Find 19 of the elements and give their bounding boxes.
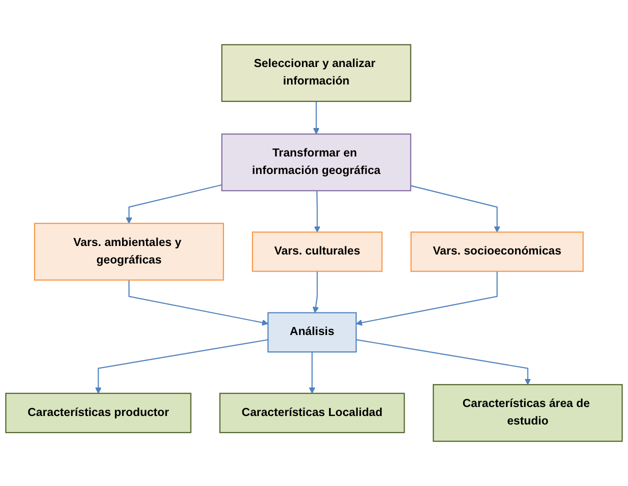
arrow (314, 190, 320, 232)
node-box: Análisis (267, 312, 357, 352)
arrow (308, 352, 316, 394)
node-box: Vars. ambientales y geográficas (34, 222, 224, 281)
arrow (313, 101, 320, 134)
node-box: Características Localidad (219, 392, 405, 434)
arrow (128, 280, 268, 326)
node-box: Características área de estudio (432, 384, 623, 442)
arrow (312, 271, 319, 314)
arrow (356, 271, 498, 326)
arrow (410, 185, 500, 232)
arrow (126, 184, 222, 224)
node-box: Vars. culturales (252, 232, 383, 272)
arrow (95, 339, 268, 394)
node-box: Características productor (5, 392, 192, 434)
node-box: Seleccionar y analizar información (221, 44, 412, 102)
node-box: Vars. socioeconómicas (410, 232, 584, 272)
arrow (356, 339, 531, 385)
node-box: Transformar en información geográfica (221, 134, 412, 192)
